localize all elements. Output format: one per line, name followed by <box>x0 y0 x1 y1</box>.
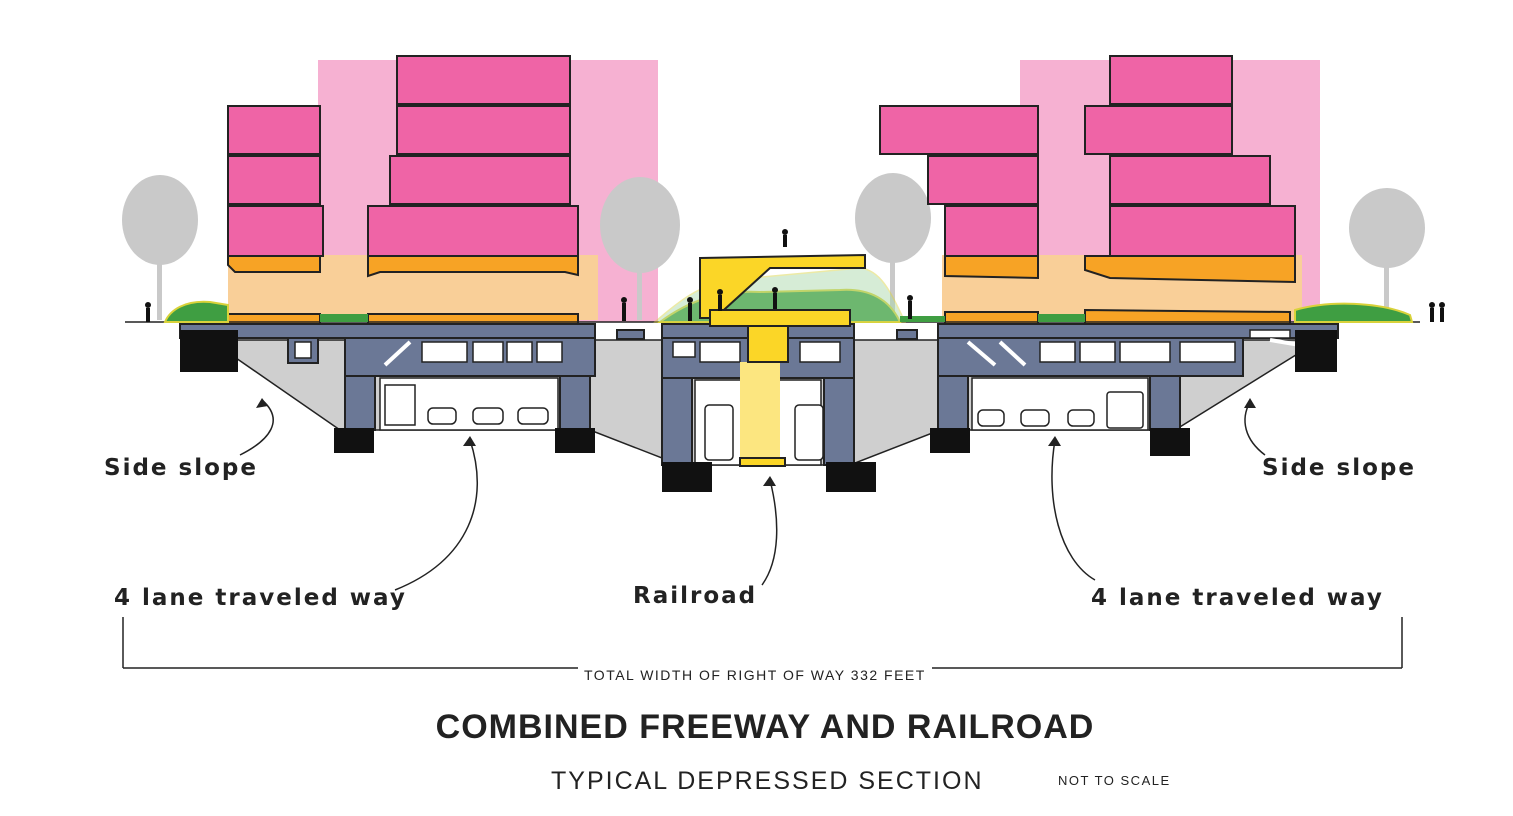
station <box>699 253 866 467</box>
train-right <box>794 404 824 461</box>
block-l5 <box>396 105 571 155</box>
station-canopy <box>699 253 866 319</box>
arrow-railroad <box>761 479 778 586</box>
label-lanes-right: 4 lane traveled way <box>1091 585 1384 611</box>
block-l2 <box>227 155 321 205</box>
tree-2 <box>600 177 680 320</box>
footings <box>180 330 1337 492</box>
station-shaft <box>740 362 780 460</box>
station-platform <box>709 309 851 327</box>
tree-1 <box>122 175 198 320</box>
truck-left <box>384 384 416 426</box>
car-l2 <box>472 407 504 425</box>
car-r2 <box>1020 409 1050 427</box>
block-r1 <box>879 105 1039 155</box>
deck-right-col1 <box>937 375 969 431</box>
slab-l-upper <box>227 255 321 273</box>
green-strip-l <box>320 314 368 322</box>
label-railroad: Railroad <box>633 583 758 609</box>
slab-r-upper2 <box>1084 255 1296 284</box>
arrow-lanes-right <box>1051 439 1096 581</box>
people <box>145 229 1445 322</box>
arrow-side-slope-left <box>239 399 274 456</box>
car-l1 <box>427 407 457 425</box>
diagram-subtitle: TYPICAL DEPRESSED SECTION <box>551 767 984 795</box>
label-side-slope-right: Side slope <box>1262 455 1416 481</box>
block-l3 <box>227 205 324 257</box>
block-l4 <box>396 55 571 105</box>
green-mound-right <box>1294 302 1414 323</box>
block-r5 <box>1084 105 1233 155</box>
label-side-slope-left: Side slope <box>104 455 258 481</box>
deck-center-small2 <box>896 329 918 340</box>
scale-note: NOT TO SCALE <box>1058 773 1171 788</box>
car-l3 <box>517 407 549 425</box>
deck-center-col1 <box>661 377 693 466</box>
vehicles <box>384 384 1144 461</box>
station-box <box>747 324 789 363</box>
arrow-heads <box>256 398 1256 486</box>
car-r3 <box>1067 409 1095 427</box>
block-l1 <box>227 105 321 155</box>
block-r7 <box>1109 205 1296 257</box>
label-lanes-left: 4 lane traveled way <box>114 585 407 611</box>
tree-3 <box>855 173 931 320</box>
arrow-side-slope-right <box>1244 401 1266 456</box>
block-l7 <box>367 205 579 257</box>
bus-right <box>1106 391 1144 429</box>
station-base <box>739 457 786 467</box>
tree-4 <box>1349 188 1425 320</box>
green-mound-left <box>163 300 229 323</box>
label-total-width: TOTAL WIDTH OF RIGHT OF WAY 332 FEET <box>578 667 932 683</box>
deck-right-col2 <box>1149 375 1181 431</box>
car-r1 <box>977 409 1005 427</box>
deck-center-small <box>616 329 645 340</box>
arrow-lanes-left <box>394 439 478 591</box>
block-r2 <box>927 155 1039 205</box>
green-strip-r <box>1038 314 1085 322</box>
block-l6 <box>389 155 571 205</box>
buildings-right <box>879 55 1296 257</box>
braces <box>383 338 1301 367</box>
slab-r-upper <box>944 255 1039 280</box>
deck-left-top <box>179 323 596 339</box>
green-strip-c <box>900 316 945 322</box>
block-r3 <box>944 205 1039 257</box>
trees <box>122 173 1425 320</box>
block-r4 <box>1109 55 1233 105</box>
row-dimension <box>122 617 1403 669</box>
train-left <box>704 404 734 461</box>
deck-left-col1 <box>344 375 376 431</box>
diagram-title: COMBINED FREEWAY AND RAILROAD <box>435 708 1095 746</box>
buildings-left <box>227 55 579 257</box>
deck-left-col2 <box>559 375 591 431</box>
deck-center-col2 <box>823 377 855 466</box>
slab-l-upper2 <box>367 255 579 278</box>
orange-slabs <box>227 255 1296 325</box>
block-r6 <box>1109 155 1271 205</box>
